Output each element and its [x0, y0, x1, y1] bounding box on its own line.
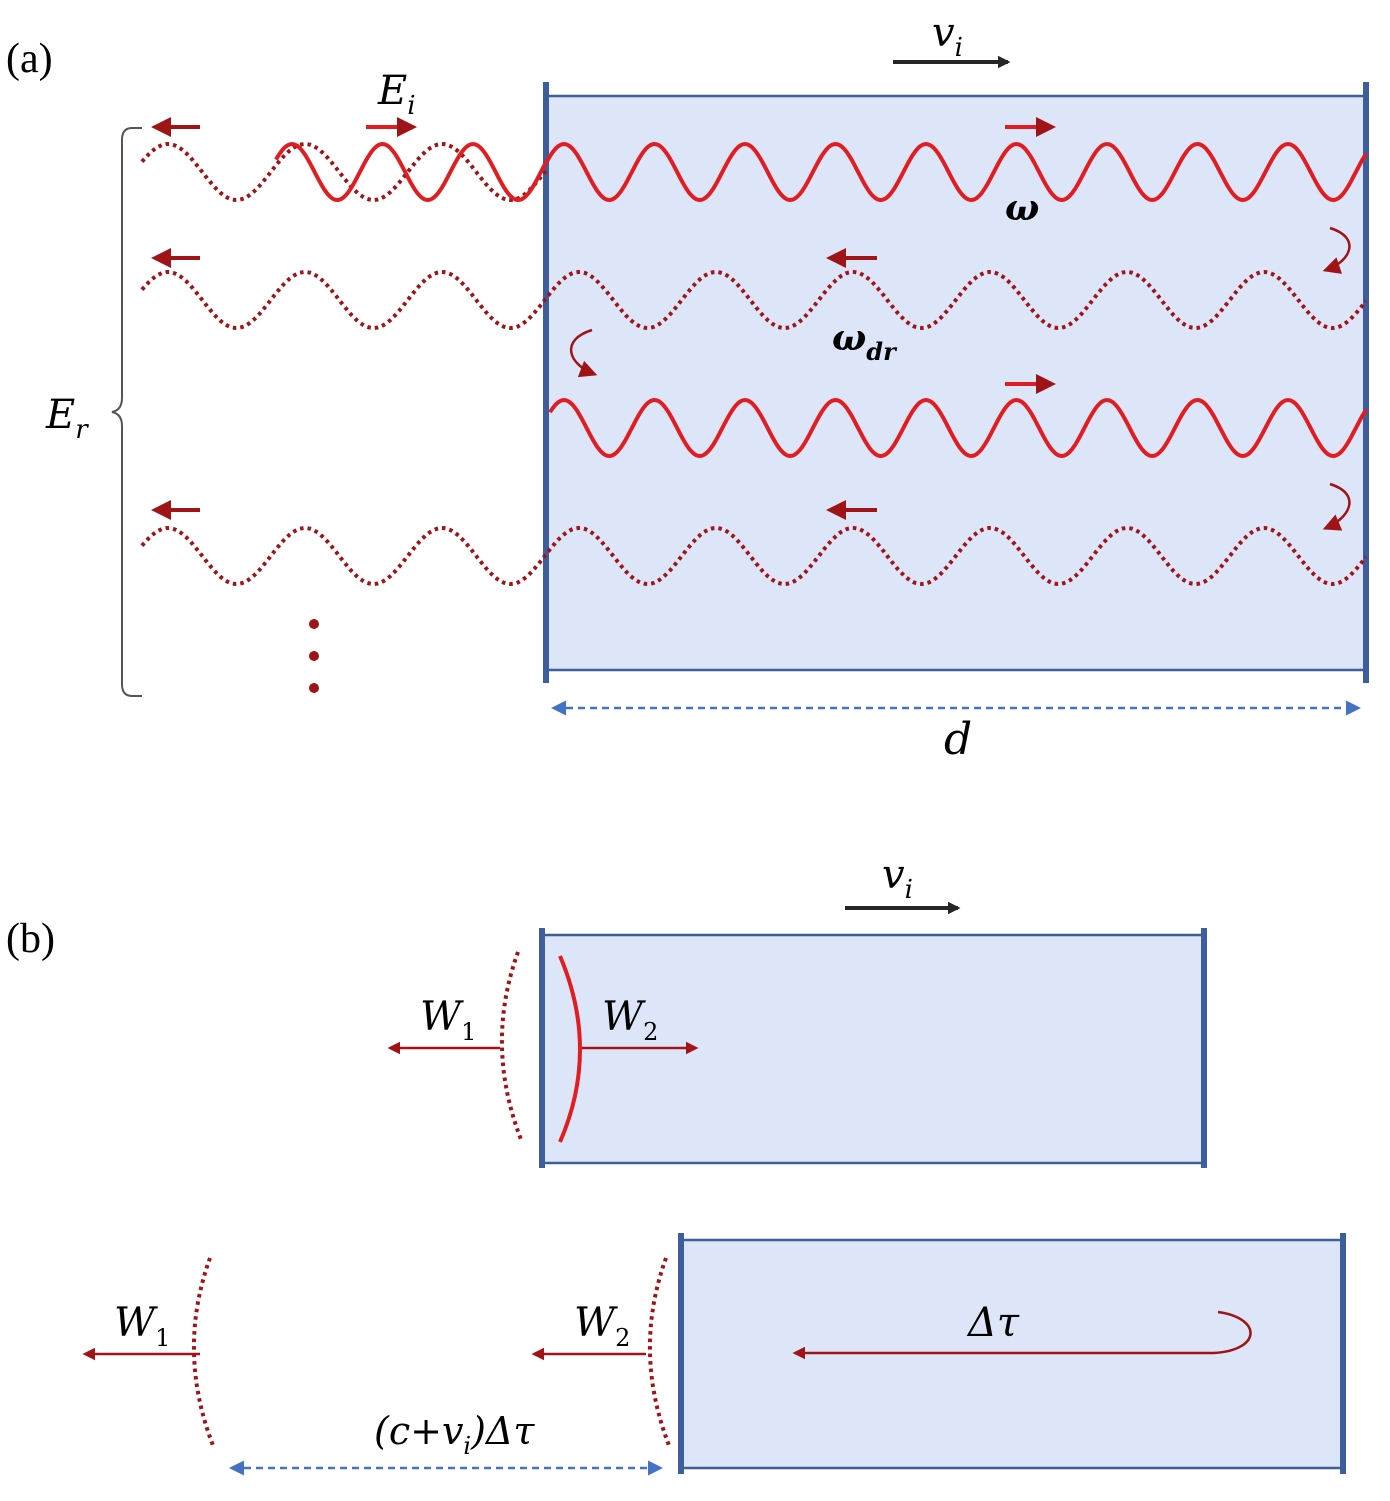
w2-top-label: W2 [602, 994, 658, 1046]
wave-group-a [140, 141, 1368, 587]
panel-b-tag: (b) [6, 916, 55, 962]
reflected-field-bracket [111, 127, 142, 697]
velocity-label-b: vi [882, 852, 913, 905]
incident-field-label: Ei [377, 68, 416, 121]
panel-a-tag: (a) [6, 36, 53, 82]
round-trip-time-label: Δτ [966, 1300, 1020, 1346]
w2-bottom-label: W2 [574, 1300, 630, 1352]
reflection-curve-right-2 [1322, 482, 1351, 531]
velocity-label-a: vi [932, 10, 963, 63]
separation-label: (c+vi)Δτ [374, 1409, 535, 1460]
w1-top-label: W1 [420, 994, 476, 1046]
wavefront-w2-top [558, 955, 582, 1143]
backward-wave-row4 [140, 525, 1368, 587]
wavefront-w2-bottom [647, 1257, 672, 1449]
thickness-label: d [944, 714, 972, 765]
reflected-field-label: Er [45, 392, 89, 445]
frequency-label-omega-dr: ωdr [832, 317, 898, 366]
ellipsis-dot-1 [309, 619, 319, 629]
reflection-curve-left [570, 328, 598, 378]
w1-bottom-label: W1 [114, 1300, 170, 1352]
transmitted-wave-row1 [544, 141, 1368, 203]
frequency-label-omega: ω [1005, 187, 1039, 229]
round-trip-arrow [792, 1310, 1252, 1360]
backward-wave-row2 [140, 269, 1368, 331]
ellipsis-dot-2 [309, 651, 319, 661]
reflection-curve-right-1 [1322, 226, 1351, 274]
incident-wave [274, 141, 548, 203]
wavefront-w1-top [499, 951, 524, 1143]
panel-a: (a) vi Ei ω ωdr Er [6, 10, 1369, 765]
wavefront-w1-bottom [191, 1257, 216, 1449]
ellipsis-dot-3 [309, 683, 319, 693]
forward-wave-row3 [548, 397, 1368, 459]
panel-b: (b) vi W1 W2 Δτ W1 W2 (c+vi)Δτ [6, 852, 1346, 1476]
